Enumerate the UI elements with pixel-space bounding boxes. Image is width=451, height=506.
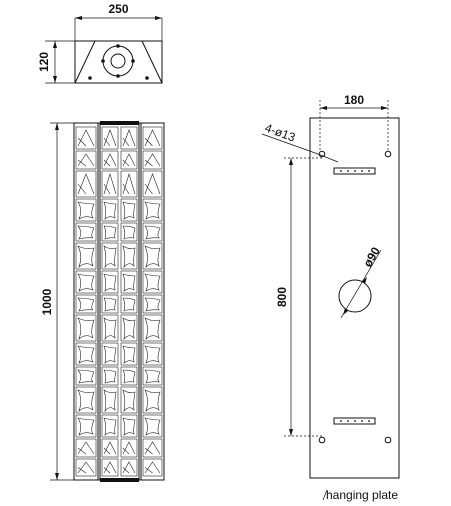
- plate-outline: [309, 117, 400, 479]
- top-view: 250 120: [37, 2, 163, 84]
- center-hole-leader: [340, 249, 382, 319]
- plate-hole: [384, 150, 392, 158]
- hanging-plate: 180 4-ø13 800 ø90 hang: [261, 93, 400, 502]
- plate-spacing-label: 800: [275, 287, 289, 307]
- center-hole: [338, 279, 372, 313]
- top-slot-strip: [333, 167, 376, 175]
- center-hole-label: ø90: [360, 244, 383, 269]
- top-height-label: 120: [37, 52, 51, 72]
- top-boss-inner: [110, 53, 126, 69]
- bottom-slot-strip: [333, 417, 376, 425]
- plate-hole: [318, 150, 326, 158]
- front-view: 1000: [40, 121, 165, 482]
- holes-label: 4-ø13: [263, 121, 298, 145]
- top-boss-outer: [102, 45, 134, 77]
- lattice-pattern: [75, 126, 163, 477]
- top-cap: [100, 121, 139, 125]
- lamp-body-outline: [73, 122, 165, 481]
- holes-leader: [261, 133, 319, 155]
- front-height-label: 1000: [40, 288, 54, 315]
- plate-caption: hanging plate: [326, 488, 398, 502]
- plate-hole: [384, 436, 392, 444]
- top-width-label: 250: [108, 2, 128, 16]
- bottom-cap: [100, 478, 139, 482]
- plate-hole: [318, 436, 326, 444]
- plate-width-label: 180: [344, 93, 364, 107]
